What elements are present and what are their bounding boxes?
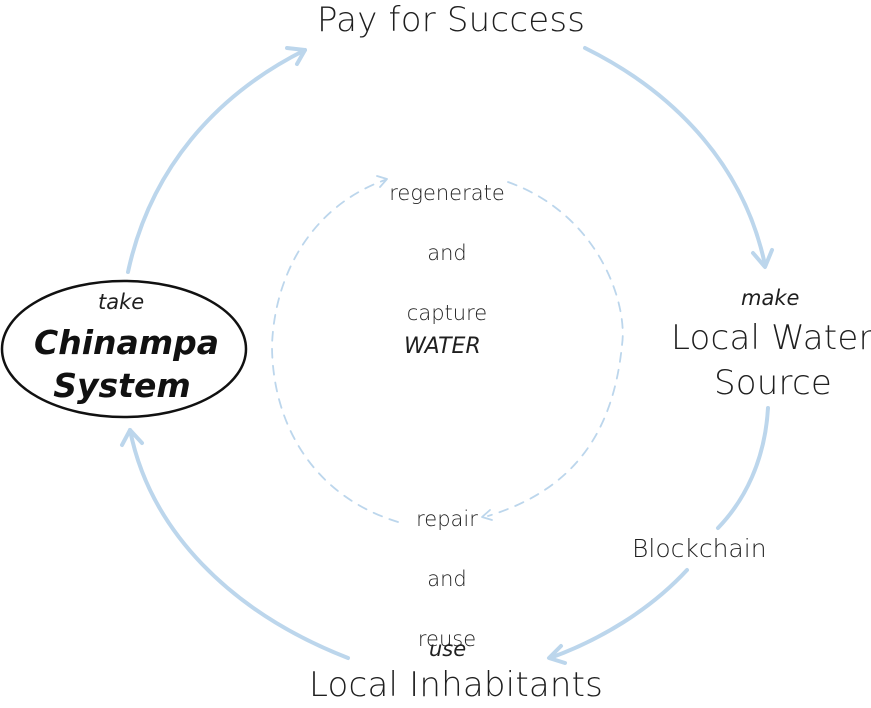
- arrow-top-to-right: [583, 46, 767, 267]
- arrow-bottom-to-left: [128, 428, 350, 660]
- inner-label-regenerate-line3: capture: [406, 301, 488, 325]
- arrowhead-left: [120, 428, 144, 447]
- inner-label-repair-line3: reuse: [417, 627, 477, 651]
- inner-label-repair: repair and reuse: [367, 474, 527, 684]
- arrow-left-to-top: [126, 48, 307, 274]
- node-local-water-source-line1: Local Water: [671, 318, 871, 358]
- inner-arc-right: [487, 181, 624, 517]
- inner-label-repair-line1: repair: [416, 507, 478, 531]
- inner-arc-left: [271, 179, 399, 523]
- inner-label-regenerate-line2: and: [427, 241, 467, 265]
- edge-label-blockchain: Blockchain: [632, 534, 767, 563]
- node-chinampa-system-line1: Chinampa: [34, 323, 220, 362]
- node-local-water-source-line2: Source: [714, 363, 832, 403]
- verb-take: take: [98, 290, 145, 314]
- arrow-right-to-bottom-lower: [548, 568, 689, 660]
- arrow-right-to-bottom-upper: [716, 406, 770, 530]
- verb-use: use: [429, 637, 467, 661]
- inner-label-repair-line2: and: [427, 567, 467, 591]
- chinampa-ellipse: [0, 279, 248, 419]
- inner-arrowhead-bottom: [481, 509, 493, 521]
- center-label-water: WATER: [404, 334, 481, 359]
- node-chinampa-system-line2: System: [53, 366, 191, 405]
- arrowhead-top: [285, 46, 307, 66]
- node-pay-for-success: Pay for Success: [317, 0, 586, 40]
- inner-arrowhead-top: [376, 175, 388, 188]
- arrowhead-right: [751, 248, 774, 269]
- node-local-inhabitants: Local Inhabitants: [309, 665, 604, 705]
- verb-make: make: [741, 286, 800, 310]
- inner-label-regenerate: regenerate and capture: [367, 148, 527, 358]
- arrowhead-bottom: [547, 644, 567, 665]
- inner-label-regenerate-line1: regenerate: [389, 181, 505, 205]
